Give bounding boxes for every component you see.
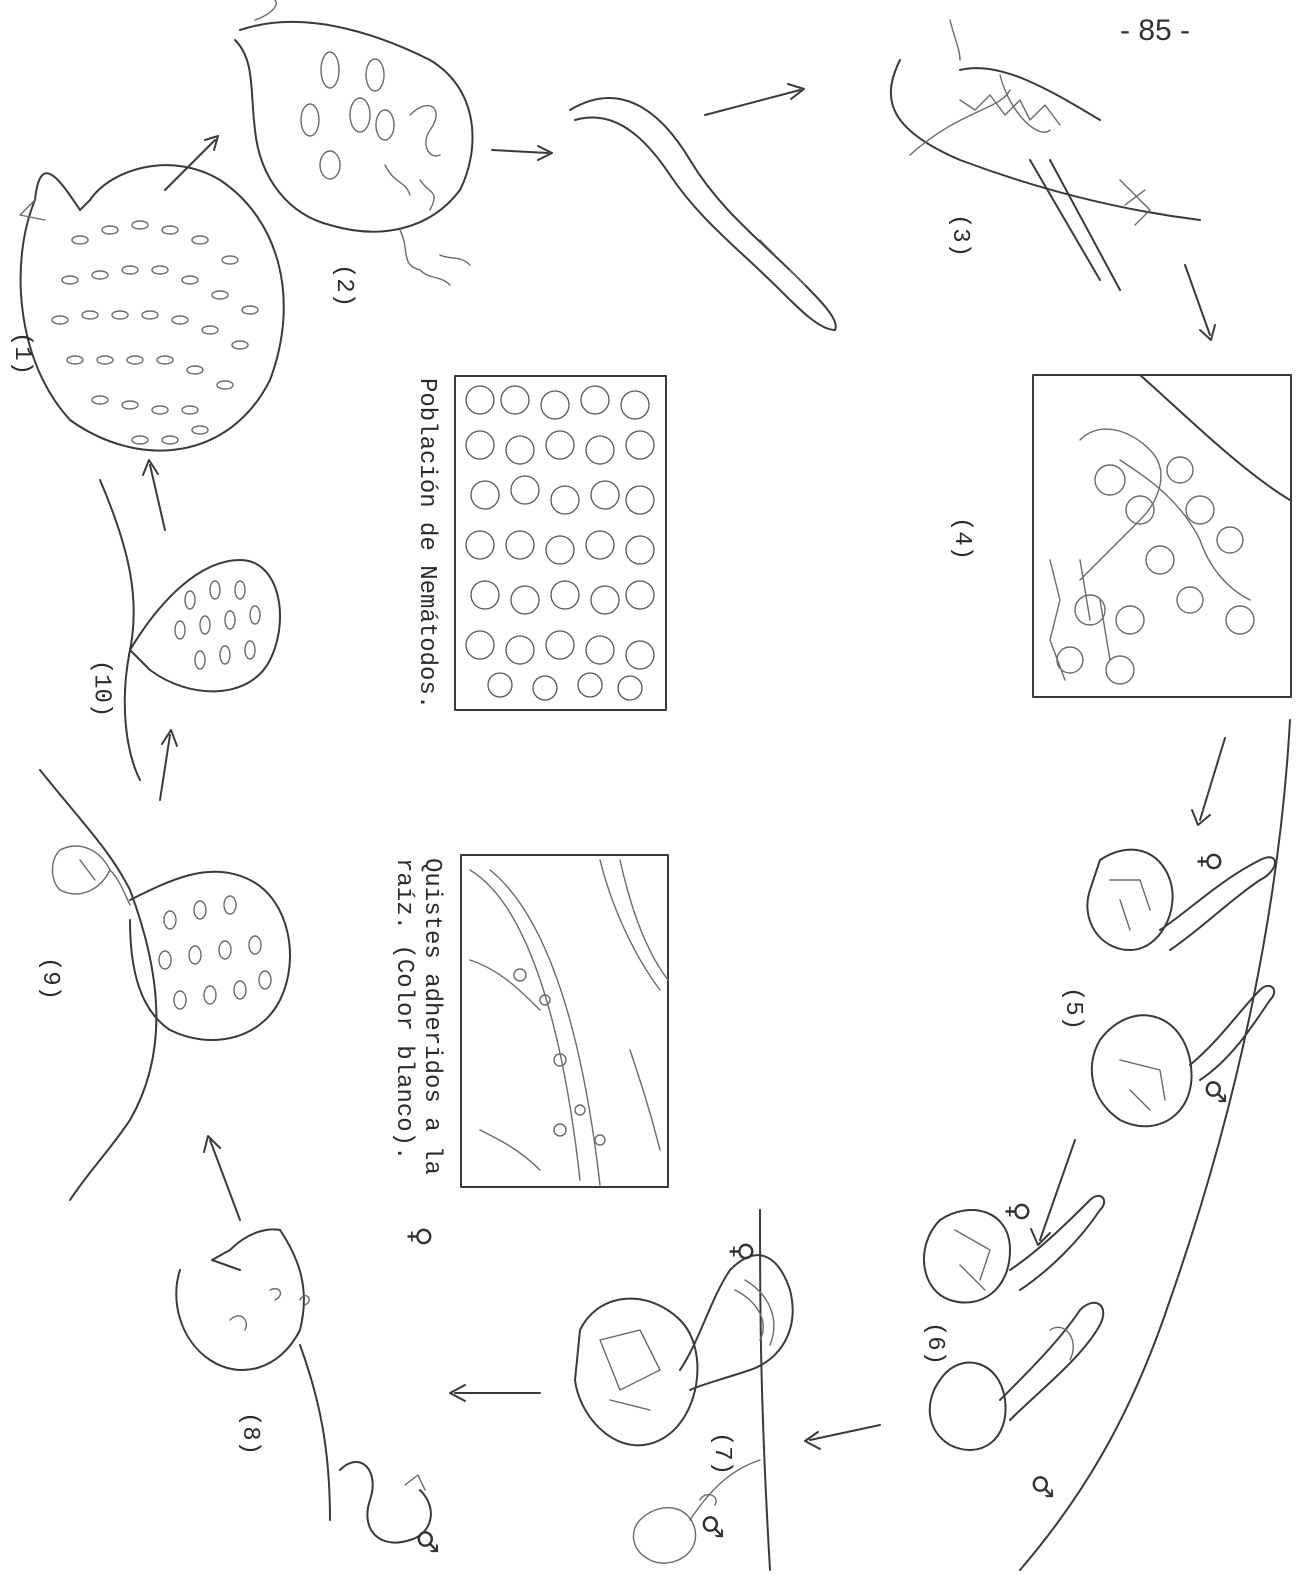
cyst-full-of-eggs-1 <box>20 165 284 450</box>
stage-label-7: (7) <box>708 1432 735 1475</box>
root-tissue-box-4 <box>1033 375 1291 697</box>
female-symbol: ♀ <box>404 1226 437 1247</box>
arrow-10-to-1 <box>143 460 165 530</box>
female-symbol: ♀ <box>1002 1201 1035 1222</box>
caption-cysts: Quistes adheridos a la raíz. (Color blan… <box>389 858 445 1175</box>
stage-label-3: (3) <box>946 214 973 257</box>
stage-label-1: (1) <box>8 332 35 375</box>
arrow-2-to-larva <box>492 146 552 160</box>
stage-label-6: (6) <box>921 1322 948 1365</box>
stage-10-cyst <box>100 480 280 780</box>
larva-entering-root-3 <box>891 20 1200 290</box>
stage-label-4: (4) <box>948 517 975 560</box>
stage-label-9: (9) <box>36 957 63 1000</box>
stage-8-forms <box>176 1229 431 1542</box>
stage-label-5: (5) <box>1059 987 1086 1030</box>
stage-9-cyst <box>40 770 290 1200</box>
arrow-larva-to-3 <box>705 84 804 115</box>
nematode-population-box <box>455 376 666 710</box>
arrow-3-to-4 <box>1185 265 1215 340</box>
male-symbol: ♂ <box>1199 1079 1232 1104</box>
arrow-5-to-6 <box>1031 1140 1075 1245</box>
female-symbol: ♀ <box>1194 851 1227 872</box>
arrow-8-to-9 <box>204 1136 240 1220</box>
stage-label-10: (10) <box>87 660 114 718</box>
male-symbol: ♂ <box>411 1529 444 1554</box>
arrow-4-to-5 <box>1192 738 1225 825</box>
arrow-1-to-2 <box>165 136 218 190</box>
stage-6-forms <box>924 1196 1104 1450</box>
stage-7-forms <box>575 1210 793 1570</box>
stage-label-8: (8) <box>236 1412 263 1455</box>
female-symbol: ♀ <box>726 1241 759 1262</box>
arrow-7-to-8 <box>450 1385 540 1401</box>
male-symbol: ♂ <box>696 1514 729 1539</box>
arrow-9-to-10 <box>160 730 177 800</box>
arrow-6-to-7 <box>805 1425 880 1449</box>
stage-label-2: (2) <box>330 264 357 307</box>
infective-larva <box>570 98 836 330</box>
male-symbol: ♂ <box>1026 1474 1059 1499</box>
caption-population: Población de Nemátodos. <box>412 378 440 709</box>
developing-female-male-5 <box>1087 850 1275 1127</box>
cycle-boundary-right <box>1020 720 1290 1570</box>
cysts-on-root-box <box>461 855 668 1187</box>
